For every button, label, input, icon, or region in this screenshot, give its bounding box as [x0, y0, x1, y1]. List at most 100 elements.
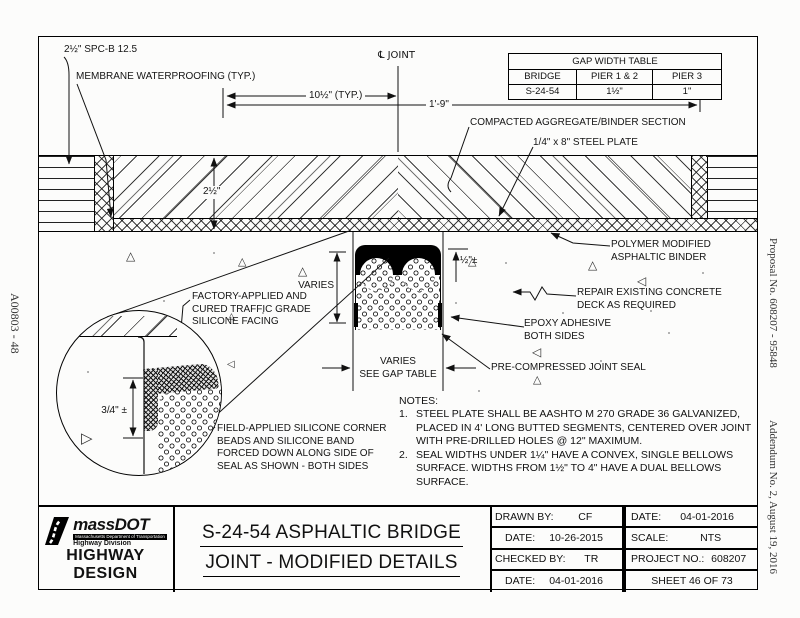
repair-deck-callout: REPAIR EXISTING CONCRETE DECK AS REQUIRE…: [577, 287, 722, 311]
massdot-wordmark: massDOT: [73, 514, 149, 534]
massdot-division: Highway Division: [73, 539, 132, 547]
notes-heading: NOTES:: [399, 395, 439, 407]
speck: [562, 312, 564, 314]
dim-10-half: 10½" (TYP.): [306, 90, 366, 103]
bubble-linework: [123, 336, 145, 474]
aggregate-triangle-icon: ▷: [81, 429, 93, 447]
speck: [625, 300, 627, 302]
joint-seal: [354, 245, 442, 330]
epoxy-adhesive-callout: EPOXY ADHESIVE BOTH SIDES: [524, 318, 612, 342]
binder-edge-left: [94, 156, 114, 231]
date-label: DATE:: [631, 510, 662, 523]
steel-plate-callout: 1/4" x 8" STEEL PLATE: [533, 137, 638, 148]
bubble-corner-bead: [144, 369, 158, 431]
checked-date-cell: DATE: 04-01-2016: [490, 570, 624, 592]
aggregate-triangle-icon: △: [533, 373, 542, 386]
gap-table-header-pier3: PIER 3: [652, 70, 721, 84]
aggregate-triangle-icon: △: [588, 258, 598, 272]
scale-cell: SCALE: NTS: [624, 528, 758, 550]
joint-centerline-callout: ℄ JOINT: [378, 50, 415, 61]
drawn-by-cell: DRAWN BY: CF: [490, 507, 624, 529]
field-silicone-callout: FIELD-APPLIED SILICONE CORNER BEADS AND …: [217, 423, 387, 473]
speck: [163, 300, 165, 302]
gap-table-pier3-width: 1": [652, 85, 721, 99]
dim-depth: 2½": [200, 186, 224, 199]
checked-date-label: DATE:: [505, 575, 536, 588]
checked-by-label: CHECKED BY:: [495, 553, 566, 566]
speck: [505, 262, 507, 264]
aggregate-section-right: [398, 156, 691, 218]
checked-by-cell: CHECKED BY: TR: [490, 549, 624, 571]
seal-bellows-right: [402, 258, 435, 291]
aggregate-section-left: [113, 156, 398, 218]
steel-plate-strip: [113, 218, 758, 232]
margin-addendum-note: Addendum No. 2, August 19, 2016: [767, 420, 779, 574]
drawing-title-line2: JOINT - MODIFIED DETAILS: [203, 552, 460, 577]
drawn-by-value: CF: [578, 510, 593, 523]
agency-logo: massDOT Massachusetts Department of Tran…: [44, 516, 167, 548]
note-2: 2. SEAL WIDTHS UNDER 1¼" HAVE A CONVEX, …: [399, 449, 755, 489]
sheet-value: SHEET 46 OF 73: [651, 575, 733, 588]
dept-highway: HIGHWAY: [66, 547, 145, 565]
project-no-value: 608207: [711, 553, 747, 566]
aggregate-triangle-icon: △: [298, 264, 308, 278]
drawing-title-cell: S-24-54 ASPHALTIC BRIDGE JOINT - MODIFIE…: [173, 507, 492, 592]
pavement-right-section: [706, 156, 758, 218]
note-2-number: 2.: [399, 448, 408, 461]
scale-value: NTS: [700, 531, 722, 544]
gap-table-bridge-id: S-24-54: [525, 86, 560, 97]
speck: [650, 310, 652, 312]
speck: [668, 332, 670, 334]
massdot-tagline: Massachusetts Department of Transportati…: [73, 533, 167, 540]
gap-table-header-bridge: BRIDGE: [524, 71, 561, 82]
checked-date-value: 04-01-2016: [549, 575, 603, 588]
aggregate-triangle-icon: △: [238, 255, 247, 268]
speck: [455, 302, 457, 304]
drawing-title-line1: S-24-54 ASPHALTIC BRIDGE: [200, 522, 463, 547]
date-cell: DATE: 04-01-2016: [624, 507, 758, 529]
bubble-pavement-strip: [57, 316, 177, 337]
margin-sheet-code: A00803 - 48: [8, 293, 22, 354]
aggregate-triangle-icon: ◁: [637, 274, 647, 288]
speck: [600, 360, 602, 362]
gap-width-table: GAP WIDTH TABLE BRIDGE PIER 1 & 2 PIER 3…: [508, 53, 722, 100]
notes-block: NOTES: 1. STEEL PLATE SHALL BE AASHTO M …: [399, 395, 755, 489]
revision-grid: DRAWN BY: CF DATE: 04-01-2016 DATE: 10-2…: [490, 507, 758, 592]
margin-proposal-number: Proposal No. 608207 - 95848: [767, 238, 779, 368]
seal-bellows-left: [360, 258, 393, 291]
bead-depth-dimension: 3/4" ±: [101, 405, 127, 416]
factory-silicone-callout: FACTORY-APPLIED AND CURED TRAFFIC GRADE …: [192, 291, 311, 328]
project-no-label: PROJECT NO.:: [631, 553, 705, 566]
agency-cell: massDOT Massachusetts Department of Tran…: [38, 507, 175, 592]
dept-design: DESIGN: [73, 565, 138, 583]
speck: [213, 252, 215, 254]
date-value: 04-01-2016: [680, 510, 734, 523]
sheet-cell: SHEET 46 OF 73: [624, 570, 758, 592]
gap-table-pier12-width: 1½": [576, 85, 652, 99]
epoxy-adhesive-left: [354, 303, 358, 327]
dim-1ft-9in: 1'-9": [426, 99, 452, 112]
aggregate-triangle-icon: ◁: [532, 345, 542, 359]
project-no-cell: PROJECT NO.: 608207: [624, 549, 758, 571]
note-1-number: 1.: [399, 408, 408, 421]
aggregate-triangle-icon: ◁: [227, 359, 235, 370]
drawn-by-label: DRAWN BY:: [495, 510, 554, 523]
drawn-date-cell: DATE: 10-26-2015: [490, 528, 624, 550]
note-1: 1. STEEL PLATE SHALL BE AASHTO M 270 GRA…: [399, 408, 755, 448]
gap-table-header-pier12: PIER 1 & 2: [576, 70, 652, 84]
dim-gap-varies: VARIES SEE GAP TABLE: [359, 356, 437, 380]
aggregate-triangle-icon: △: [468, 255, 477, 268]
note-2-text: SEAL WIDTHS UNDER 1¼" HAVE A CONVEX, SIN…: [416, 448, 734, 488]
bubble-foam: [158, 383, 221, 475]
scale-label: SCALE:: [631, 531, 669, 544]
drawn-date-value: 10-26-2015: [549, 531, 603, 544]
precompressed-seal-callout: PRE-COMPRESSED JOINT SEAL: [491, 362, 646, 373]
drawn-date-label: DATE:: [505, 531, 536, 544]
compacted-aggregate-callout: COMPACTED AGGREGATE/BINDER SECTION: [470, 117, 686, 128]
membrane-callout: MEMBRANE WATERPROOFING (TYP.): [76, 71, 256, 82]
speck: [478, 390, 480, 392]
pavement-left-section: [38, 156, 95, 231]
speck: [702, 272, 704, 274]
massdot-road-icon: [45, 516, 70, 545]
title-block: massDOT Massachusetts Department of Tran…: [38, 505, 758, 592]
